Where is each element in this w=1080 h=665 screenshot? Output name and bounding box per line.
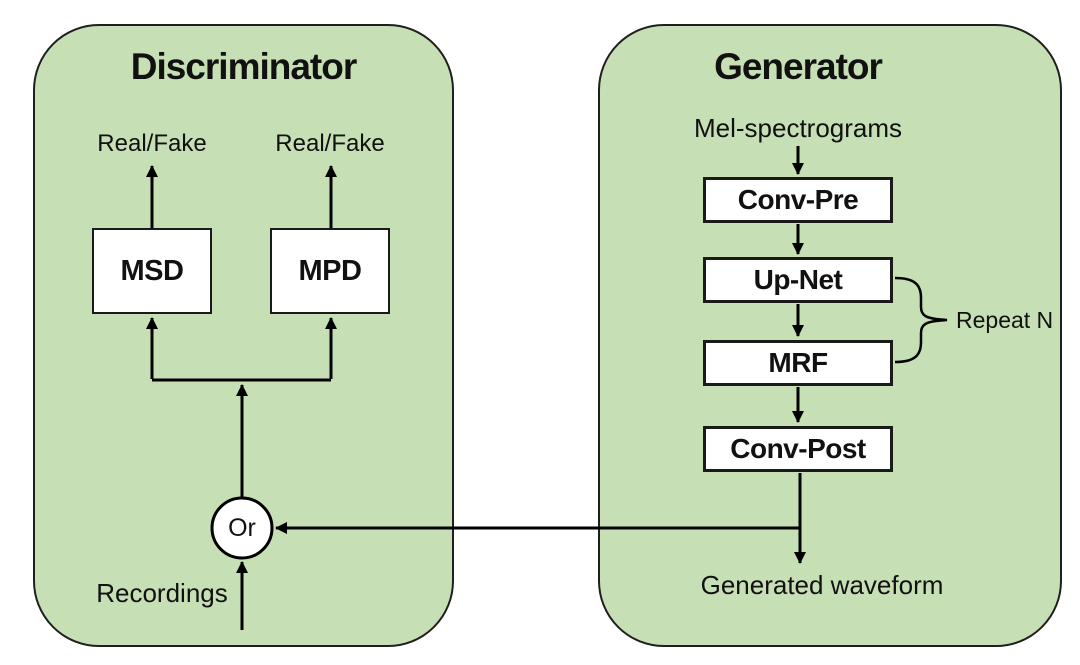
discriminator-panel [33, 24, 454, 647]
generated-waveform-label: Generated waveform [700, 570, 944, 600]
recordings-label: Recordings [96, 578, 228, 608]
mel-spectrograms-label: Mel-spectrograms [693, 113, 903, 143]
realfake-label-msd: Real/Fake [97, 130, 207, 157]
mrf-node: MRF [703, 340, 893, 386]
repeat-n-label: Repeat N [956, 307, 1054, 333]
up-net-node: Up-Net [703, 257, 893, 303]
discriminator-title: Discriminator [130, 46, 358, 87]
conv-pre-node: Conv-Pre [703, 177, 893, 223]
conv-post-node: Conv-Post [703, 426, 893, 472]
or-label: Or [228, 514, 256, 542]
mpd-node: MPD [270, 228, 390, 314]
generator-title: Generator [714, 46, 883, 87]
realfake-label-mpd: Real/Fake [275, 130, 385, 157]
msd-node: MSD [92, 228, 212, 314]
generator-panel [598, 24, 1062, 647]
